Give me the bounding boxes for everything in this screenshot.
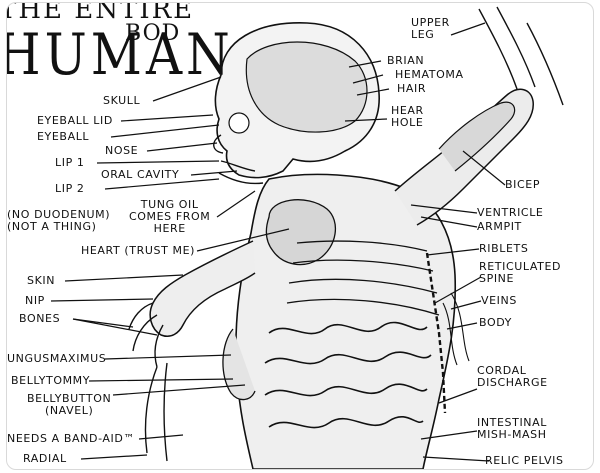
- mouth-shape: [218, 160, 264, 185]
- title-line-1: THE ENTIRE: [6, 2, 195, 25]
- ribcage: [286, 240, 440, 316]
- label-hair: HAIR: [397, 82, 427, 95]
- eyeball-shape: [228, 112, 250, 134]
- nose-shape: [213, 134, 224, 154]
- label-bellytommy: BELLYTOMMY: [11, 374, 91, 387]
- label-heart: HEART (TRUST ME): [81, 244, 196, 257]
- left-arm: [149, 240, 256, 337]
- lower-bones: [144, 362, 168, 462]
- label-oral-cavity: ORAL CAVITY: [101, 168, 180, 181]
- heart-shape: [265, 199, 337, 266]
- upper-leg-shape: [478, 6, 564, 106]
- label-no-duodenum: (NO DUODENUM) (NOT A THING): [7, 208, 111, 233]
- label-ventricle: VENTRICLE: [477, 206, 544, 219]
- label-hematoma: HEMATOMA: [395, 68, 464, 81]
- leader-lines: [50, 22, 506, 462]
- label-radial: RADIAL: [23, 452, 67, 465]
- label-bellybutton: BELLYBUTTON (NAVEL): [27, 392, 112, 417]
- belly: [222, 328, 256, 401]
- title-line-2: HUMAN: [6, 21, 234, 88]
- label-brian: BRIAN: [387, 54, 425, 67]
- label-hear-hole: HEAR HOLE: [391, 104, 424, 129]
- label-upper-leg: UPPER LEG: [411, 16, 450, 41]
- label-veins: VEINS: [481, 294, 517, 307]
- label-skin: SKIN: [27, 274, 56, 287]
- label-bones: BONES: [19, 312, 61, 325]
- label-nose: NOSE: [105, 144, 139, 157]
- label-intestinal-mish-mash: INTESTINAL MISH-MASH: [477, 416, 547, 441]
- spine: [425, 252, 447, 414]
- label-relic-pelvis: RELIC PELVIS: [485, 454, 564, 467]
- label-nip: NIP: [25, 294, 45, 307]
- label-needs-band-aid: NEEDS A BAND-AID™: [7, 432, 136, 445]
- veins-shape: [442, 292, 470, 366]
- label-lip-2: LIP 2: [55, 182, 85, 195]
- label-cordal-discharge: CORDAL DISCHARGE: [477, 364, 548, 389]
- intestines: [264, 321, 432, 429]
- anatomy-drawing: [50, 6, 564, 469]
- label-reticulated-spine: RETICULATED SPINE: [479, 260, 562, 285]
- label-eyeball: EYEBALL: [37, 130, 90, 143]
- title-line-3: BOD: [125, 21, 181, 46]
- label-skull: SKULL: [103, 94, 141, 107]
- illustration-frame: THE ENTIRE HUMAN BOD UPPER LEG SKULL BRI…: [6, 2, 594, 470]
- label-armpit: ARMPIT: [477, 220, 522, 233]
- label-bicep: BICEP: [505, 178, 541, 191]
- label-body: BODY: [479, 316, 512, 329]
- label-ungusmaximus: UNGUSMAXIMUS: [7, 352, 107, 365]
- bicep-muscle: [438, 101, 516, 172]
- label-eyeball-lid: EYEBALL LID: [37, 114, 113, 127]
- label-lip-1: LIP 1: [55, 156, 85, 169]
- label-tung-oil: TUNG OIL COMES FROM HERE: [129, 198, 211, 235]
- label-riblets: RIBLETS: [479, 242, 529, 255]
